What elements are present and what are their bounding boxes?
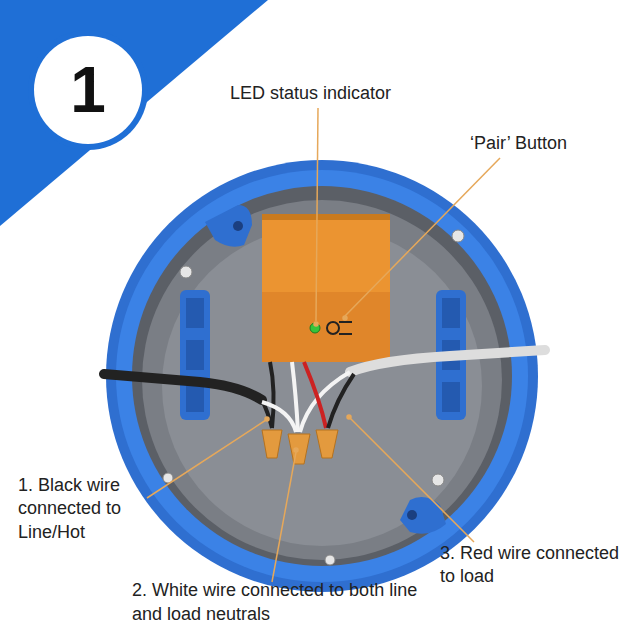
led-indicator xyxy=(310,323,320,333)
module-face xyxy=(262,292,390,362)
red-wire xyxy=(304,362,326,428)
black-wire xyxy=(328,374,354,428)
clamp-slot xyxy=(186,340,204,370)
pair-button xyxy=(339,322,352,334)
mounting-ear xyxy=(205,205,252,247)
leader-line xyxy=(350,418,474,542)
clamp-slot xyxy=(186,298,204,328)
screw xyxy=(325,555,335,565)
black-wire xyxy=(270,362,274,428)
callout-label: LED status indicator xyxy=(230,82,430,105)
leader-dot xyxy=(343,316,347,320)
screw xyxy=(432,474,444,486)
wire-nut xyxy=(316,430,338,458)
step-number-text: 1 xyxy=(70,58,106,122)
callout-label: 2. White wire connected to both line and… xyxy=(132,579,432,626)
wire-nut xyxy=(288,434,310,464)
leader-line xyxy=(147,420,266,498)
load-cable xyxy=(350,350,545,372)
callout-label: 3. Red wire connected to load xyxy=(440,542,634,589)
callout-label: 1. Black wire connected to Line/Hot xyxy=(18,474,146,544)
screw xyxy=(180,266,192,278)
leader-dot xyxy=(294,448,298,452)
leader-dot xyxy=(265,417,269,421)
leader-line xyxy=(272,452,296,582)
clamp-slot xyxy=(442,382,460,412)
white-wire xyxy=(292,362,298,432)
screw-hole xyxy=(233,221,243,231)
leader-line xyxy=(316,108,318,321)
callout-label: ‘Pair’ Button xyxy=(470,132,620,155)
leader-dot xyxy=(314,322,318,326)
wire-nut xyxy=(262,430,282,458)
leader-line xyxy=(345,158,500,316)
screw-hole xyxy=(407,510,417,520)
step-number: 1 xyxy=(34,36,142,144)
cable-clamp xyxy=(180,290,210,420)
white-wire xyxy=(262,402,296,432)
number-ring xyxy=(28,30,148,150)
clamp-slot xyxy=(442,298,460,328)
number-circle xyxy=(34,36,142,144)
leader-dot xyxy=(347,415,351,419)
mounting-ear xyxy=(400,497,446,534)
module-body xyxy=(262,220,390,292)
line-cable xyxy=(104,374,262,400)
screw xyxy=(452,230,464,242)
pair-button xyxy=(327,322,339,334)
box-inner-rim xyxy=(132,186,512,566)
